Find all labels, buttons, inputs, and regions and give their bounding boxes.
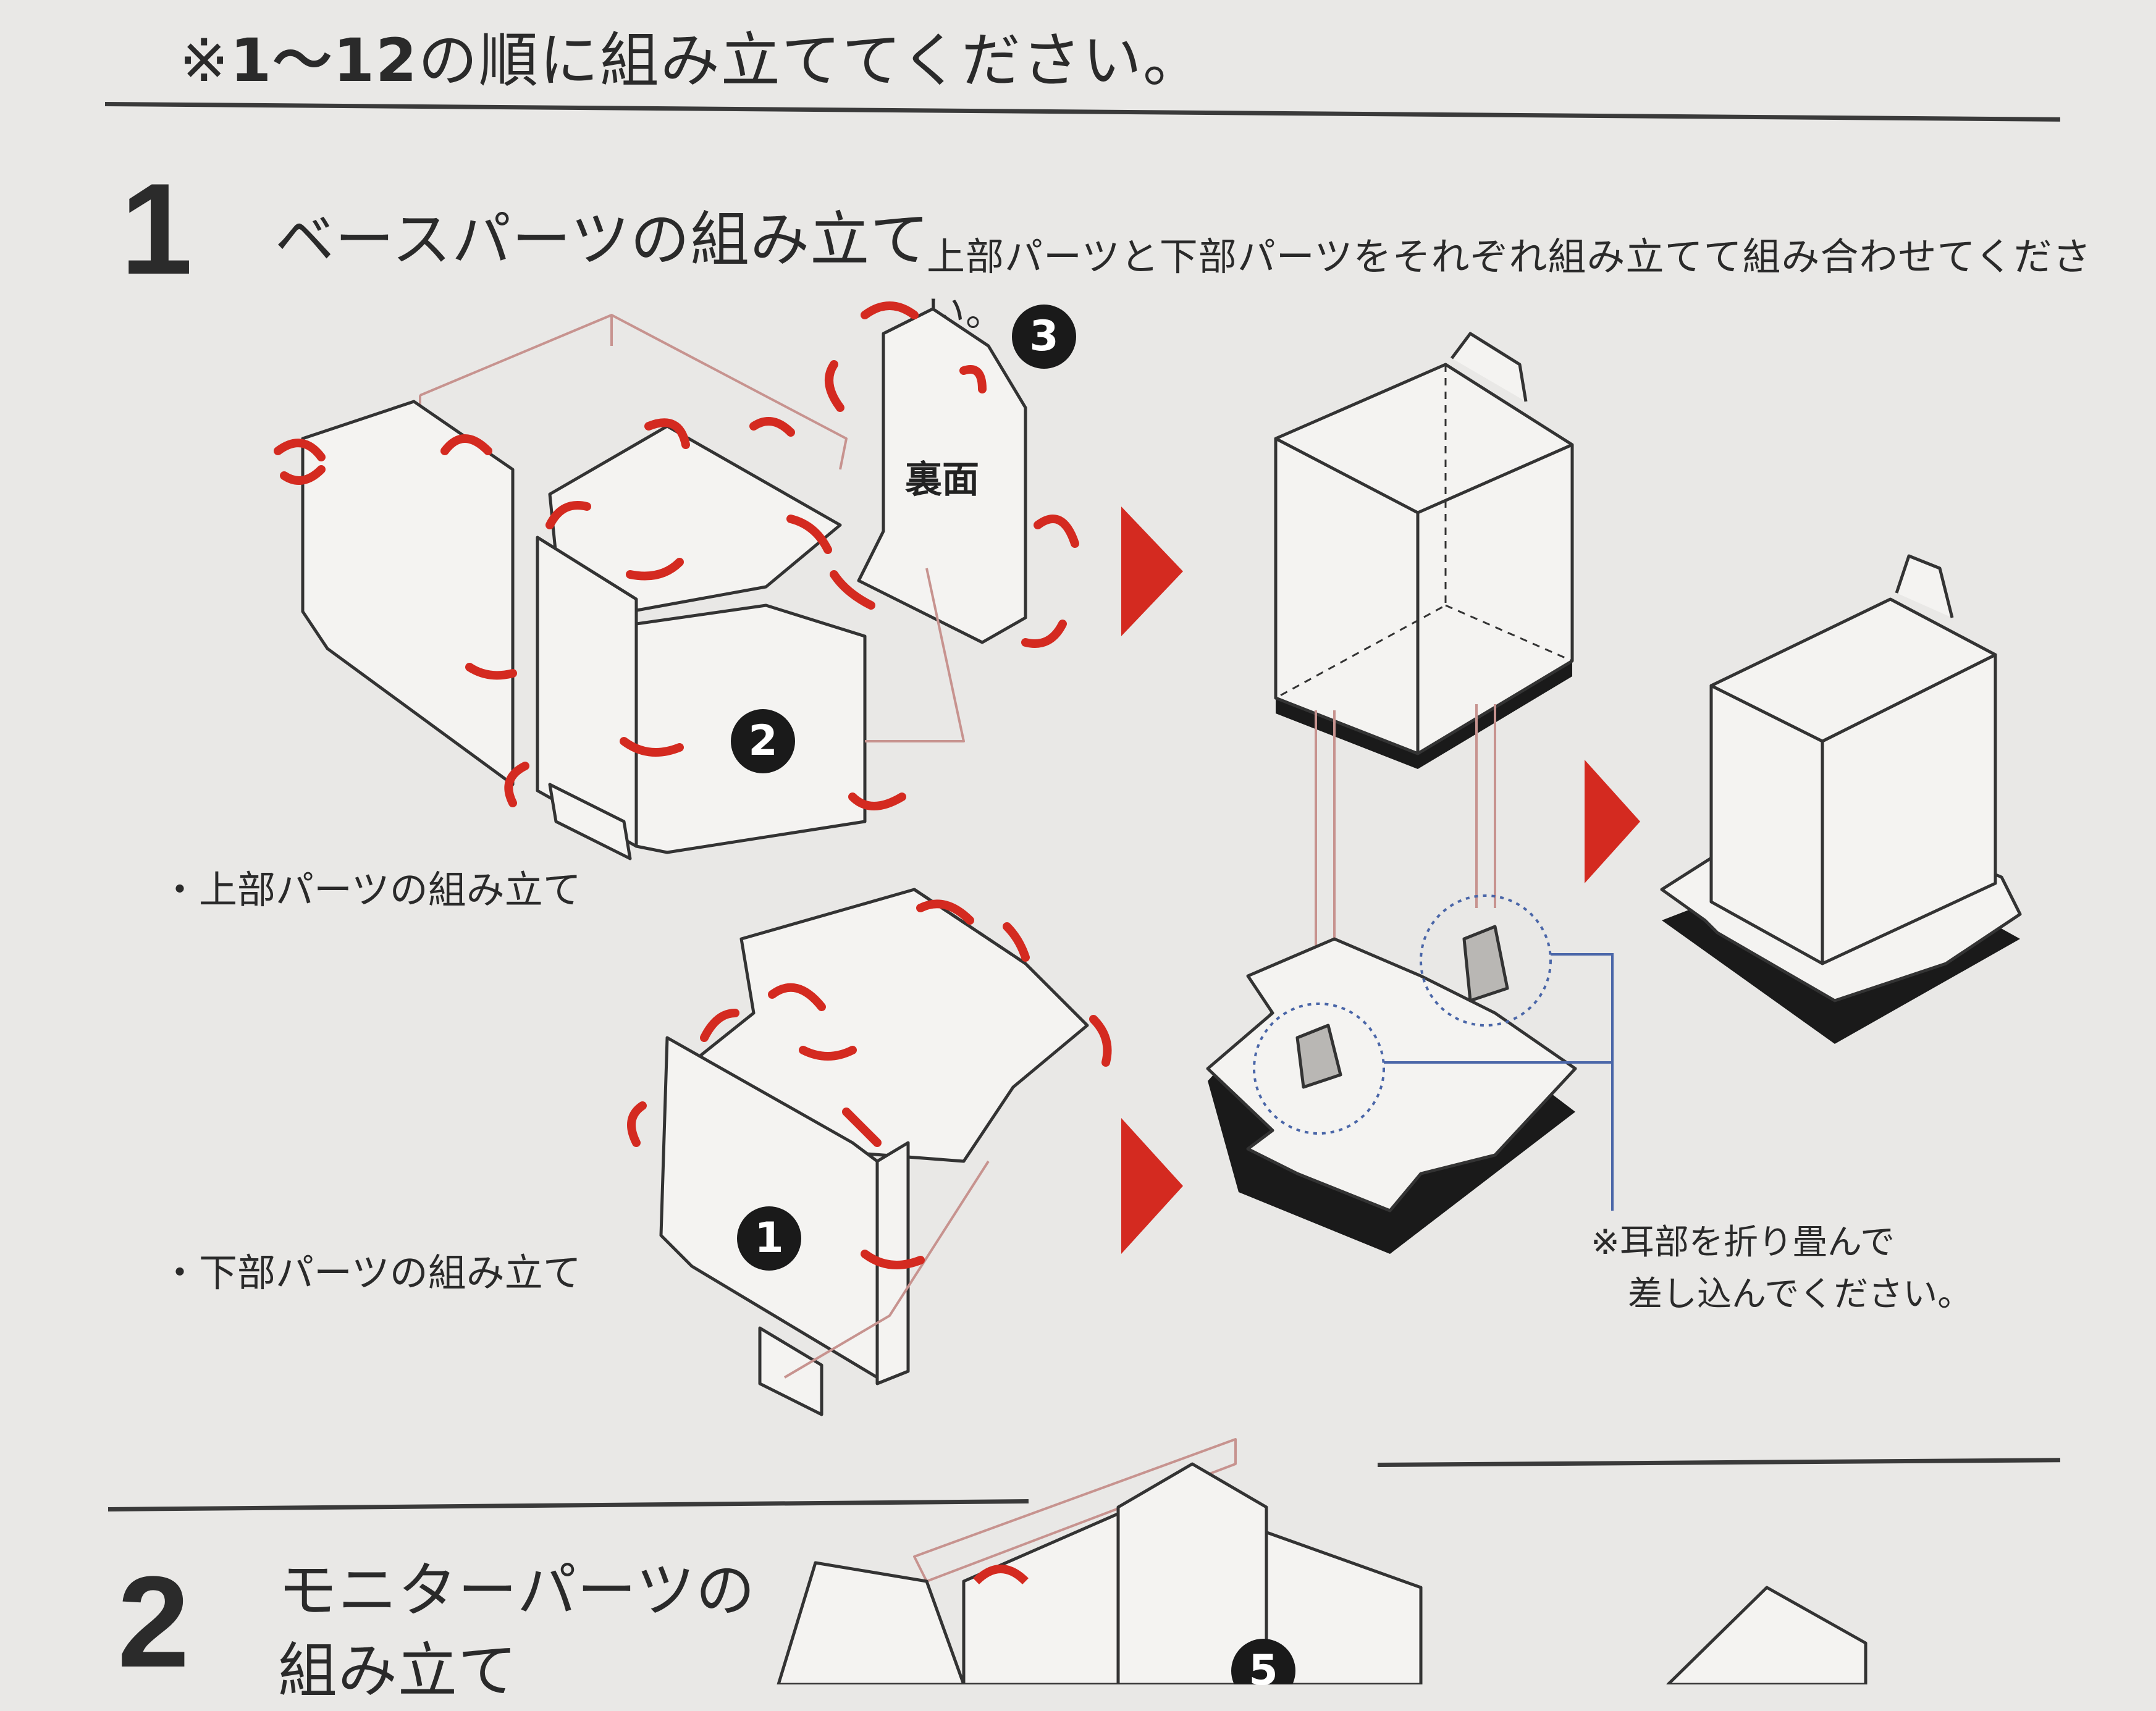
final-assembly — [1662, 556, 2020, 1044]
badge-3: 3 — [1012, 312, 1076, 361]
step2-title: モニターパーツの 組み立て — [278, 1550, 756, 1711]
lower-part-illustration — [661, 889, 1087, 1415]
step2-number: 2 — [117, 1547, 190, 1697]
step2-illustration — [778, 1439, 1866, 1684]
upper-part-illustration — [303, 309, 1025, 859]
assembled-upper-box — [1276, 334, 1572, 769]
step2-title-line2: 組み立て — [278, 1631, 756, 1711]
badge-5: 5 — [1231, 1646, 1295, 1695]
assembled-lower-base — [1208, 927, 1575, 1254]
step2-title-line1: モニターパーツの — [278, 1550, 756, 1631]
badge-1: 1 — [737, 1214, 801, 1263]
back-side-label: 裏面 — [905, 450, 979, 503]
badge-2: 2 — [731, 717, 795, 765]
